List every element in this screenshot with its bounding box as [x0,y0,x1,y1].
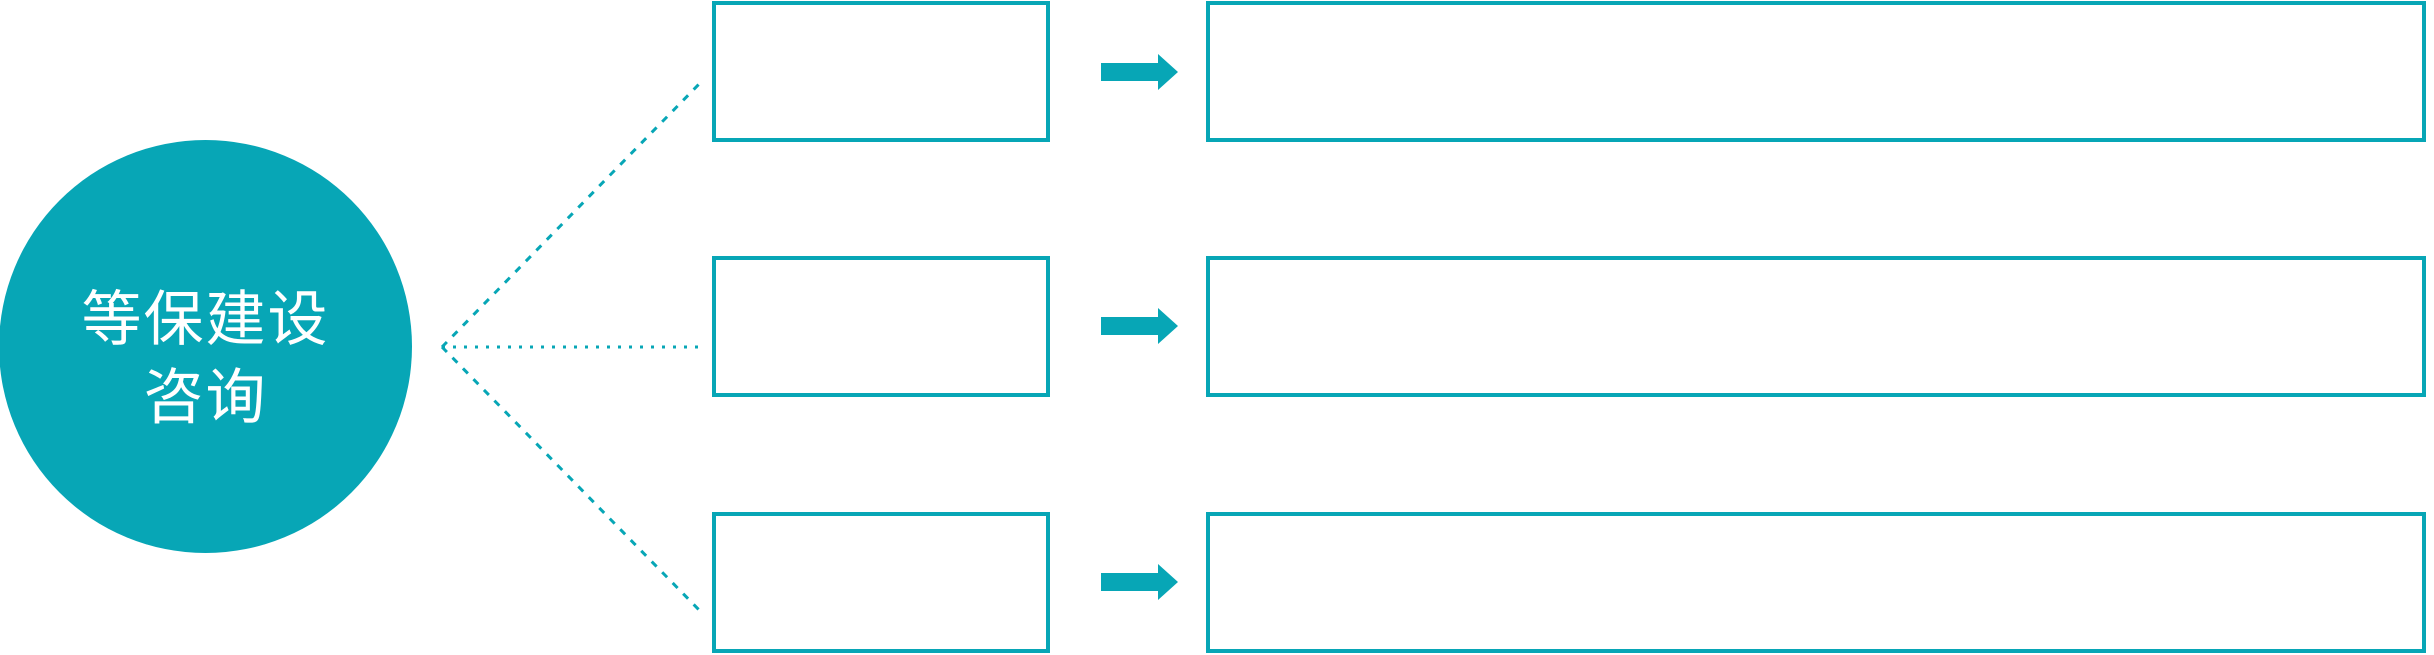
dotted-connector-bottom [440,345,705,616]
arrow-right-icon [1101,54,1178,90]
step-box-2 [712,256,1050,397]
step-box-3 [712,512,1050,653]
detail-box-1 [1206,1,2426,142]
circle-label: 等保建设 咨询 [0,281,412,437]
step-box-1 [712,1,1050,142]
detail-box-3 [1206,512,2426,653]
detail-box-2 [1206,256,2426,397]
arrow-right-icon [1101,308,1178,344]
arrow-right-icon [1101,564,1178,600]
circle-label-line2: 咨询 [143,363,268,433]
level-protection-circle: 等保建设 咨询 [0,140,412,553]
circle-label-line1: 等保建设 [81,285,330,355]
dotted-connector-top [440,78,705,349]
